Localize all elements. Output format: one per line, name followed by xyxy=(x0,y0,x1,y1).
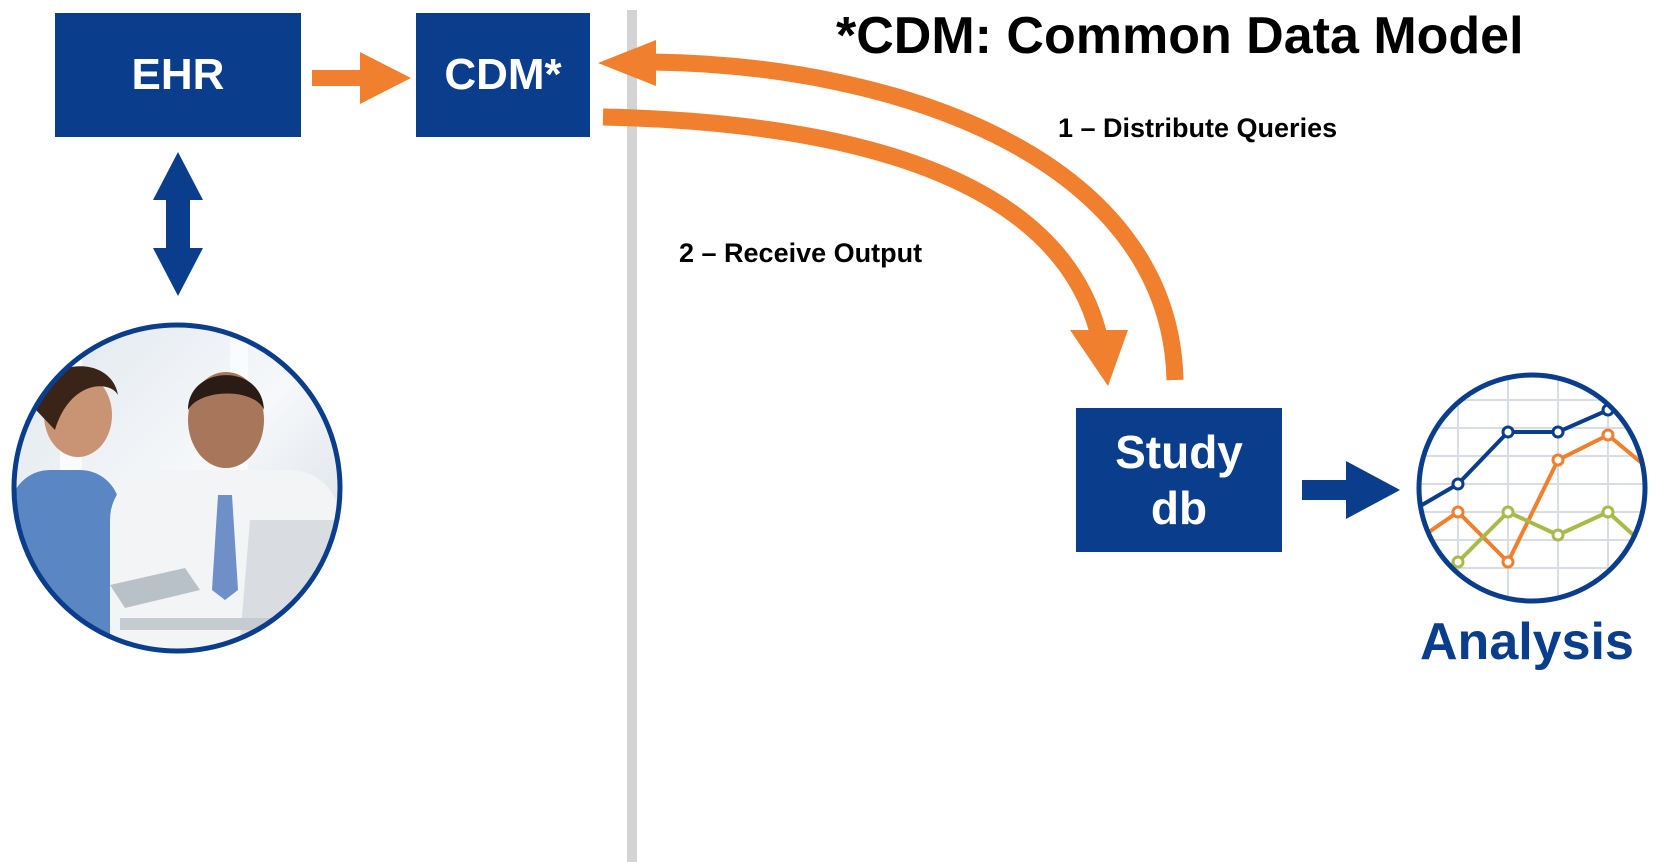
diagram-title: *CDM: Common Data Model xyxy=(836,7,1524,65)
cdm-box: CDM* xyxy=(416,13,590,137)
ehr-to-cdm-arrow xyxy=(312,52,411,104)
vertical-divider xyxy=(627,10,637,862)
study-db-label-line1: Study xyxy=(1115,426,1243,478)
analysis-label: Analysis xyxy=(1420,613,1634,671)
distribute-queries-label: 1 – Distribute Queries xyxy=(1058,113,1338,143)
distribute-queries-arrow xyxy=(598,40,1184,381)
ehr-double-arrow xyxy=(153,152,203,296)
study-to-analysis-arrow xyxy=(1302,461,1400,519)
study-db-box: Study db xyxy=(1076,408,1282,552)
study-db-label-line2: db xyxy=(1150,482,1208,534)
ehr-label: EHR xyxy=(131,50,225,99)
receive-output-label: 2 – Receive Output xyxy=(679,238,923,268)
line-chart-icon xyxy=(1416,372,1648,604)
receive-output-arrow xyxy=(602,108,1128,386)
cdm-label: CDM* xyxy=(444,50,562,99)
clinicians-photo-icon xyxy=(11,322,343,654)
ehr-box: EHR xyxy=(55,13,301,137)
